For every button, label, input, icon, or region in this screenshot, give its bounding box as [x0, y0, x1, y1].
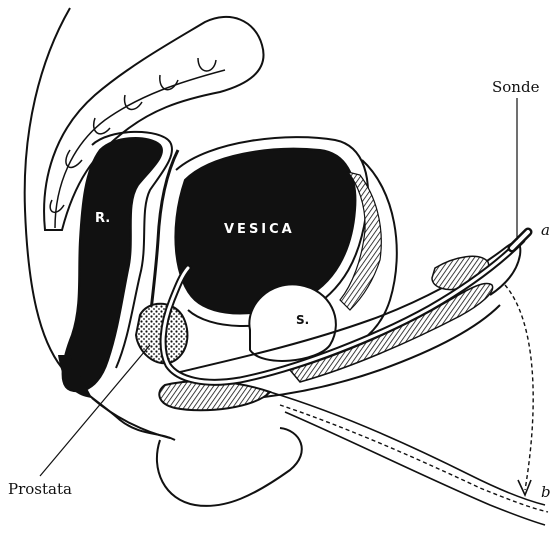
motion-arc	[505, 285, 533, 490]
rectum-label: R.	[95, 211, 110, 226]
seminal-vesicle-shape	[249, 284, 336, 361]
point-b-label: b	[541, 483, 551, 501]
motion-arrowhead	[518, 480, 531, 495]
sonde-label: Sonde	[492, 78, 540, 96]
scrotum-outline	[157, 428, 302, 506]
seminal-vesicle-label: S.	[296, 313, 309, 327]
penis-lowered-dashed	[280, 405, 548, 512]
point-a-label: a	[541, 221, 550, 239]
penis-lowered-upper	[270, 392, 545, 505]
perineum-contour	[92, 398, 170, 438]
penis-lowered-lower	[285, 412, 545, 525]
bladder-label: VESICA	[224, 222, 295, 237]
prostata-label: Prostata	[8, 480, 72, 498]
